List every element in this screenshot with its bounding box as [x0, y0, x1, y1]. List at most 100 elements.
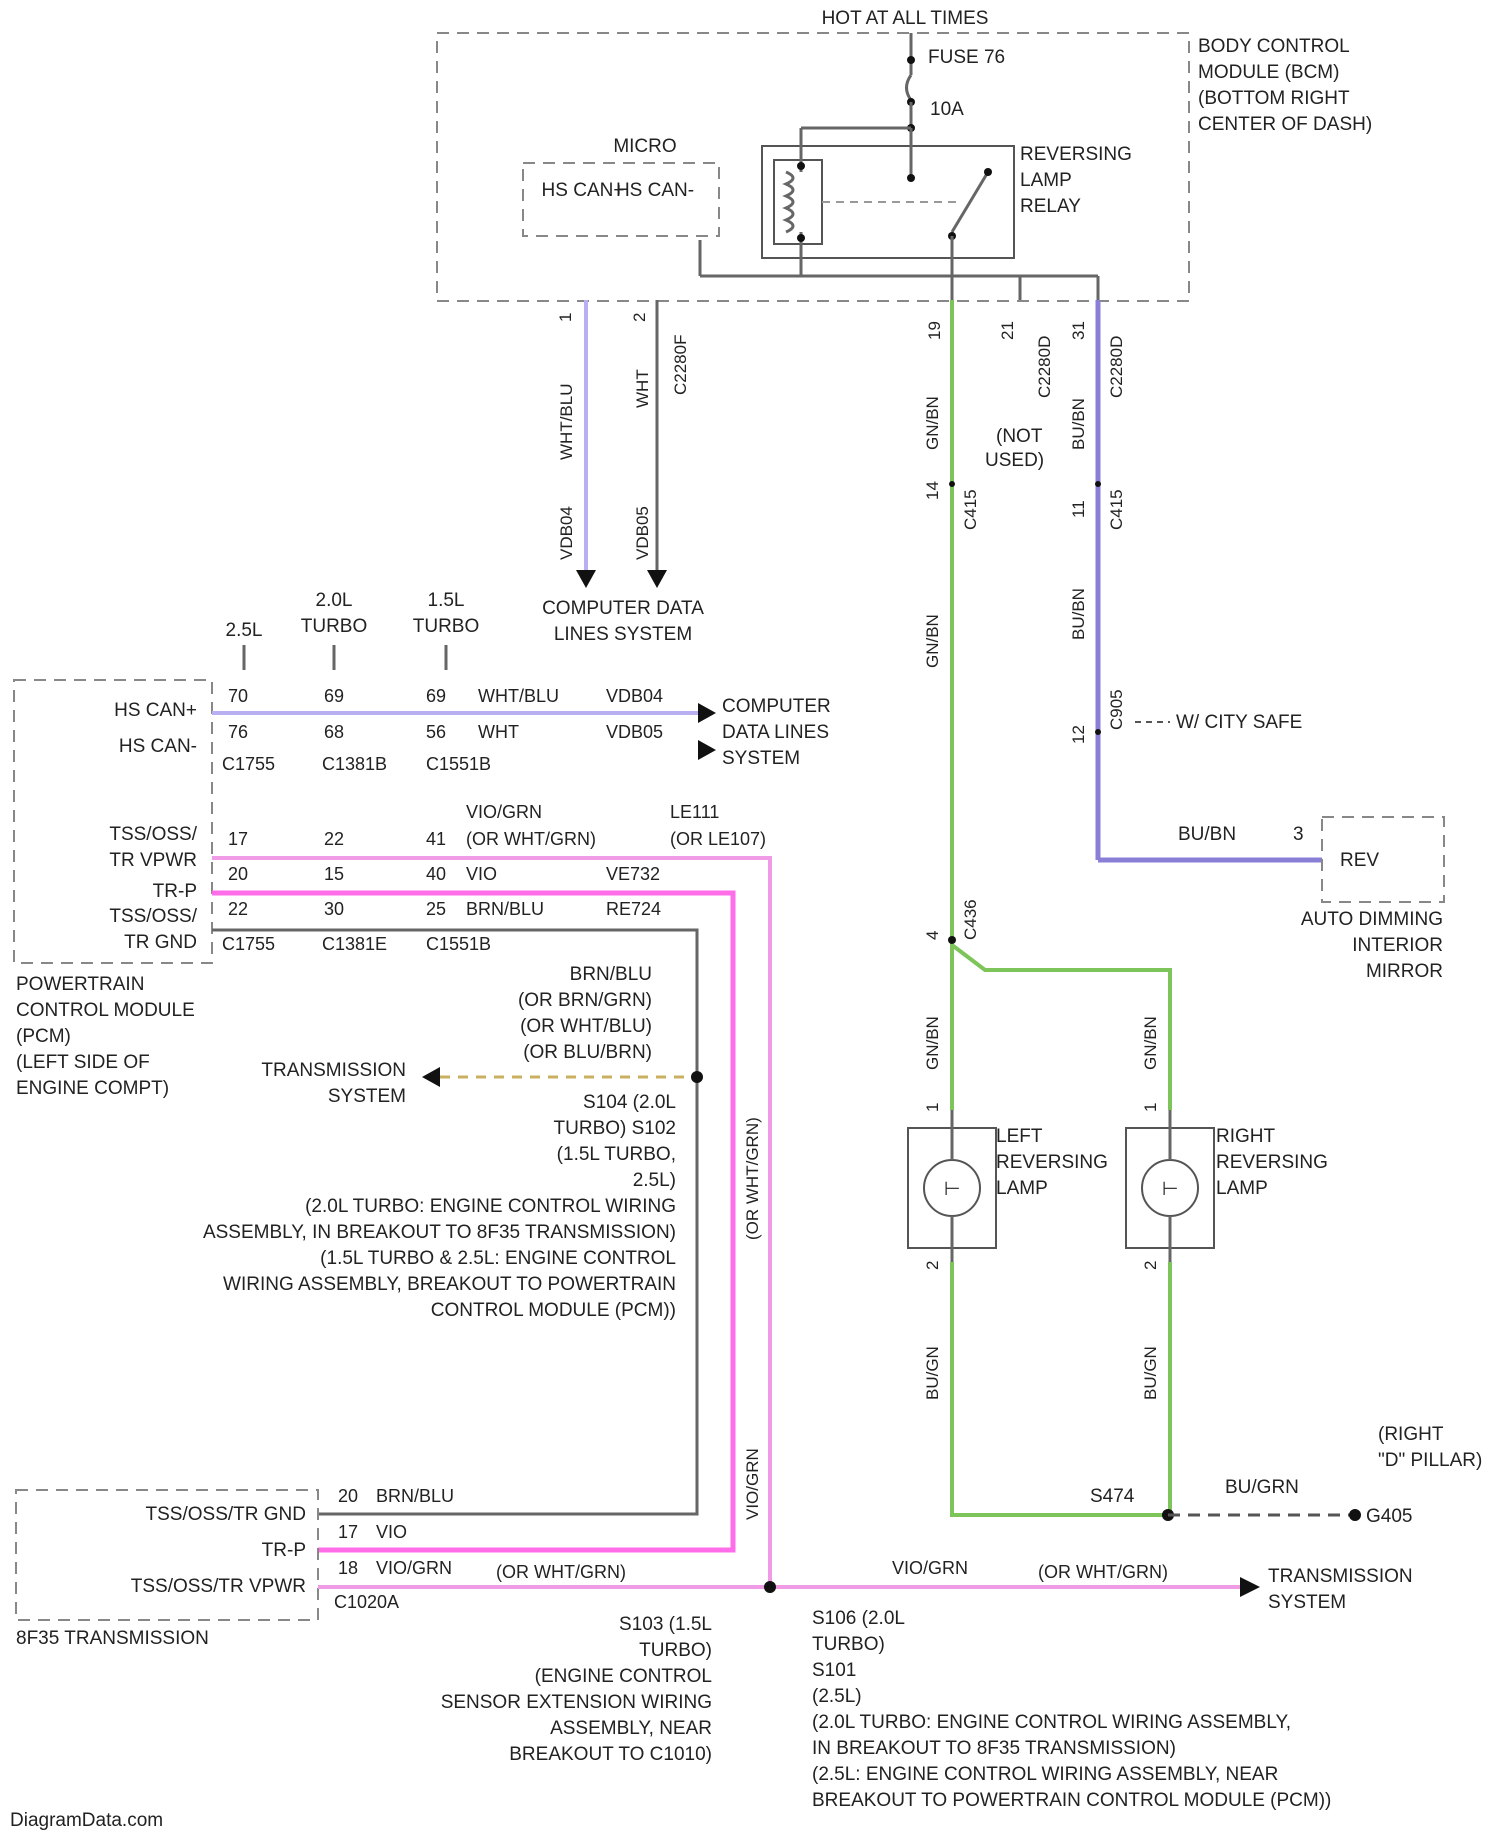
pcm-can-h-pin-15l: 69 [426, 686, 446, 706]
pcm-can-h-color: WHT/BLU [478, 686, 559, 706]
splice-line5: (2.0L TURBO: ENGINE CONTROL WIRING [305, 1196, 676, 1217]
wire-bubn2-label: BU/BN [1069, 588, 1088, 640]
mirror-name-line2: INTERIOR [1352, 935, 1443, 956]
trans-trp-color: VIO [376, 1522, 407, 1542]
s104-splice [691, 1071, 703, 1083]
pcm-can-l-circuit: VDB05 [606, 722, 663, 742]
c415b-pin [1095, 481, 1101, 487]
s436-label: C436 [961, 899, 980, 940]
c415-label: C415 [961, 489, 980, 530]
wire-wht-blu-label: WHT/BLU [557, 384, 576, 461]
right-ground-wire-label: BU/GN [1141, 1346, 1160, 1400]
left-lamp-wire-label: GN/BN [923, 1016, 942, 1070]
fuse-element-icon [907, 75, 912, 100]
right-lamp-wire-label: GN/BN [1141, 1016, 1160, 1070]
pcm-conn2-20l: C1381E [322, 934, 387, 954]
c415-pin [949, 481, 955, 487]
pcm-conn-20l: C1381B [322, 754, 387, 774]
s436-pin: 4 [923, 931, 942, 940]
pcm-vpwr-pin-25l: 17 [228, 829, 248, 849]
s103-line1: S103 (1.5L [619, 1614, 712, 1635]
pcm-can-h-circuit: VDB04 [606, 686, 663, 706]
pcm-le111-label: LE111 [670, 802, 719, 822]
bcm-pin2: 2 [630, 313, 649, 322]
engine-20l-label-1: 2.0L [316, 590, 353, 611]
pcm-name-line3: (PCM) [16, 1026, 71, 1047]
s106-line3: S101 [812, 1660, 856, 1681]
pcm-conn-25l: C1755 [222, 754, 275, 774]
arrow-left-icon [422, 1067, 440, 1087]
c415b-label: C415 [1107, 489, 1126, 530]
c415b-pin-label: 11 [1069, 500, 1088, 518]
c415-pin-label: 14 [923, 481, 942, 500]
engine-25l-label: 2.5L [226, 620, 263, 641]
bcm-pin31: 31 [1069, 321, 1088, 340]
bcm-name-line2: MODULE (BCM) [1198, 62, 1339, 83]
bcm-pin19: 19 [925, 321, 944, 340]
pcm-trp-pin-15l: 40 [426, 864, 446, 884]
pcm-gnd-pin-25l: 22 [228, 899, 248, 919]
mirror-name-line1: AUTO DIMMING [1301, 909, 1443, 930]
fuse-top-terminal [907, 56, 915, 64]
watermark: DiagramData.com [10, 1810, 163, 1831]
trans-sys-label-2: SYSTEM [328, 1086, 406, 1107]
pcm-gnd-label-1: TSS/OSS/ [109, 906, 197, 927]
left-lamp-name-3: LAMP [996, 1178, 1048, 1199]
arrow-right-icon [698, 703, 716, 723]
mirror-pin: 3 [1293, 824, 1304, 845]
switch-contact-terminal [984, 168, 992, 176]
mid-wire-line2: (OR BRN/GRN) [518, 990, 652, 1011]
left-lamp-name-1: LEFT [996, 1126, 1043, 1147]
relay-label-line1: REVERSING [1020, 144, 1132, 165]
trans-vpwr-label: TSS/OSS/TR VPWR [131, 1576, 306, 1597]
pcm-gnd-circuit: RE724 [606, 899, 661, 919]
pcm-can-l-pin-15l: 56 [426, 722, 446, 742]
bcm-pin21: 21 [998, 321, 1017, 340]
relay-coil-icon [786, 172, 793, 232]
pillar-line2: "D" PILLAR) [1378, 1450, 1482, 1471]
pcm-computer-data-2: DATA LINES [722, 722, 829, 743]
s103-line4: SENSOR EXTENSION WIRING [441, 1692, 712, 1713]
s106-line5: (2.0L TURBO: ENGINE CONTROL WIRING ASSEM… [812, 1712, 1291, 1733]
trans-vpwr-color: VIO/GRN [376, 1558, 452, 1578]
city-safe-label: W/ CITY SAFE [1176, 712, 1302, 733]
left-lamp-pin1: 1 [923, 1103, 942, 1112]
mid-wire-line4: (OR BLU/BRN) [523, 1042, 652, 1063]
micro-label: MICRO [613, 136, 676, 157]
splice-line8: WIRING ASSEMBLY, BREAKOUT TO POWERTRAIN [223, 1274, 676, 1295]
pcm-name-line4: (LEFT SIDE OF [16, 1052, 150, 1073]
computer-data-lines-line1: COMPUTER DATA [542, 598, 704, 619]
mirror-name-line3: MIRROR [1366, 961, 1443, 982]
c905-pin [1095, 729, 1101, 735]
bcm-pin31-connector: C2280D [1107, 336, 1126, 398]
pillar-line1: (RIGHT [1378, 1424, 1444, 1445]
engine-15l-label-2: TURBO [413, 616, 480, 637]
pcm-gnd-pin-15l: 25 [426, 899, 446, 919]
left-ground-wire-label: BU/GN [923, 1346, 942, 1400]
s106-line2: TURBO) [812, 1634, 885, 1655]
s106-line7: (2.5L: ENGINE CONTROL WIRING ASSEMBLY, N… [812, 1764, 1278, 1785]
pcm-trp-pin-20l: 15 [324, 864, 344, 884]
trans-sys-label-1: TRANSMISSION [261, 1060, 406, 1081]
pcm-gnd-label-2: TR GND [124, 932, 197, 953]
pcm-trp-color: VIO [466, 864, 497, 884]
bcm-pin2-connector: C2280F [671, 335, 690, 395]
engine-20l-label-2: TURBO [301, 616, 368, 637]
pcm-can-l-color: WHT [478, 722, 519, 742]
bottom-or-wht-grn-label: (OR WHT/GRN) [1038, 1562, 1168, 1582]
computer-data-lines-line2: LINES SYSTEM [554, 624, 692, 645]
pcm-trp-label: TR-P [153, 881, 197, 902]
trans-gnd-label: TSS/OSS/TR GND [146, 1504, 306, 1525]
pcm-computer-data-3: SYSTEM [722, 748, 800, 769]
bcm-pin21-connector: C2280D [1035, 336, 1054, 398]
pcm-can-l-pin-20l: 68 [324, 722, 344, 742]
pcm-vpwr-pin-20l: 22 [324, 829, 344, 849]
pcm-trp-pin-25l: 20 [228, 864, 248, 884]
bottom-trans-sys-2: SYSTEM [1268, 1592, 1346, 1613]
left-lamp-name-2: REVERSING [996, 1152, 1108, 1173]
bcm-name-line4: CENTER OF DASH) [1198, 114, 1372, 135]
s106-line1: S106 (2.0L [812, 1608, 905, 1629]
arrow-down-icon [647, 570, 667, 588]
arrow-right-icon [698, 740, 716, 760]
